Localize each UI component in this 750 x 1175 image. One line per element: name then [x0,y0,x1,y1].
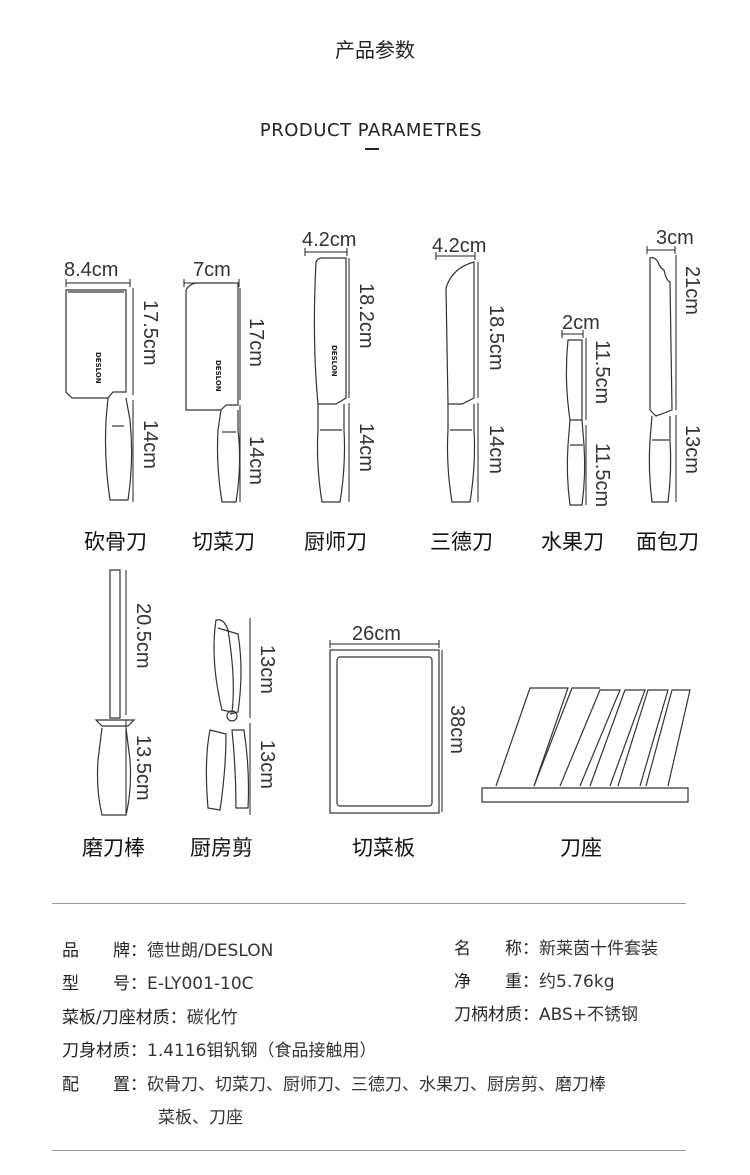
spec-brand-label: 品 牌： [62,941,147,961]
dim-width-2: 7cm [193,259,231,281]
product-name-bread: 面包刀 [636,530,699,554]
product-name-fruit: 水果刀 [541,530,604,554]
chef-knife-drawing [313,257,347,503]
spec-config-label: 配 置： [62,1075,147,1095]
dim-scissors-blade: 13cm [256,645,278,694]
scissors-drawing [205,619,250,811]
brand-logo: DESLON [330,345,338,377]
product-drawings [65,246,691,816]
brand-logo: DESLON [214,360,222,392]
page-title-cn: 产品参数 [335,38,415,62]
product-name-board: 切菜板 [352,836,415,860]
dim-width-4: 4.2cm [432,235,487,257]
dim-board-height: 38cm [446,705,468,754]
dim-width-5: 2cm [562,312,600,334]
dim-width-3: 4.2cm [302,229,357,251]
spec-brand-value: 德世朗/DESLON [147,941,274,961]
santoku-drawing [445,261,476,503]
spec-weight-value: 约5.76kg [539,972,615,992]
dim-blade-5: 11.5cm [591,340,613,405]
dim-width-1: 8.4cm [64,259,119,281]
spec-model-label: 型 号： [62,974,147,994]
cutting-board-drawing [329,649,440,814]
spec-handle-value: ABS+不锈钢 [539,1005,639,1025]
dim-sharpener-rod: 20.5cm [132,603,154,669]
product-name-block: 刀座 [560,836,602,860]
spec-model: 型 号：E-LY001-10C [62,969,254,994]
spec-top-divider [52,903,686,904]
dim-board-width: 26cm [352,623,401,645]
product-name-sharpener: 磨刀棒 [82,836,145,860]
spec-board-material: 菜板/刀座材质：碳化竹 [62,1003,238,1028]
dim-blade-3: 18.2cm [355,283,377,349]
dim-sharpener-handle: 13.5cm [132,735,154,801]
page-title-en: PRODUCT PARAMETRES [259,120,483,141]
knife-block-drawing [481,687,691,803]
spec-config-value-1: 砍骨刀、切菜刀、厨师刀、三德刀、水果刀、厨房剪、磨刀棒 [147,1075,606,1095]
dim-width-6: 3cm [656,227,694,249]
dim-handle-3: 14cm [355,423,377,472]
spec-board-value: 碳化竹 [186,1008,238,1028]
dim-blade-2: 17cm [245,318,267,367]
chopper-drawing [185,282,241,503]
spec-name-value: 新莱茵十件套装 [539,939,658,959]
spec-name: 名 称：新莱茵十件套装 [454,934,658,959]
product-name-chef: 厨师刀 [304,530,367,554]
spec-config: 配 置：砍骨刀、切菜刀、厨师刀、三德刀、水果刀、厨房剪、磨刀棒 [62,1070,606,1095]
dim-blade-6: 21cm [681,266,703,315]
dim-handle-4: 14cm [485,425,507,474]
dim-scissors-handle: 13cm [256,740,278,789]
bread-knife-drawing [648,256,673,503]
fruit-knife-drawing [565,339,586,506]
dim-handle-6: 13cm [681,425,703,474]
sharpener-drawing [94,569,136,816]
spec-bottom-divider [52,1150,686,1151]
product-name-santoku: 三德刀 [430,530,493,554]
dimension-lines [65,246,677,815]
spec-config-line-2: 菜板、刀座 [158,1108,243,1128]
product-name-chopper: 切菜刀 [192,530,255,554]
spec-board-label: 菜板/刀座材质： [62,1008,187,1028]
product-name-cleaver: 砍骨刀 [84,530,147,554]
dim-blade-1: 17.5cm [139,300,161,366]
dim-blade-4: 18.5cm [485,305,507,371]
spec-model-value: E-LY001-10C [147,974,254,994]
cleaver-drawing [65,289,133,501]
title-divider [365,148,379,150]
spec-handle-material: 刀柄材质：ABS+不锈钢 [454,1000,638,1025]
spec-name-label: 名 称： [454,939,539,959]
spec-brand: 品 牌：德世朗/DESLON [62,936,273,961]
dim-handle-1: 14cm [139,420,161,469]
brand-logo: DESLON [94,352,102,384]
spec-blade-label: 刀身材质： [62,1041,147,1061]
spec-blade-material: 刀身材质：1.4116钼钒钢（食品接触用） [62,1036,376,1061]
spec-weight: 净 重：约5.76kg [454,967,615,992]
spec-handle-label: 刀柄材质： [454,1005,539,1025]
dim-handle-2: 14cm [245,436,267,485]
spec-weight-label: 净 重： [454,972,539,992]
spec-blade-value: 1.4116钼钒钢（食品接触用） [147,1041,377,1061]
dim-handle-5: 11.5cm [591,443,613,508]
product-name-scissors: 厨房剪 [190,836,253,860]
